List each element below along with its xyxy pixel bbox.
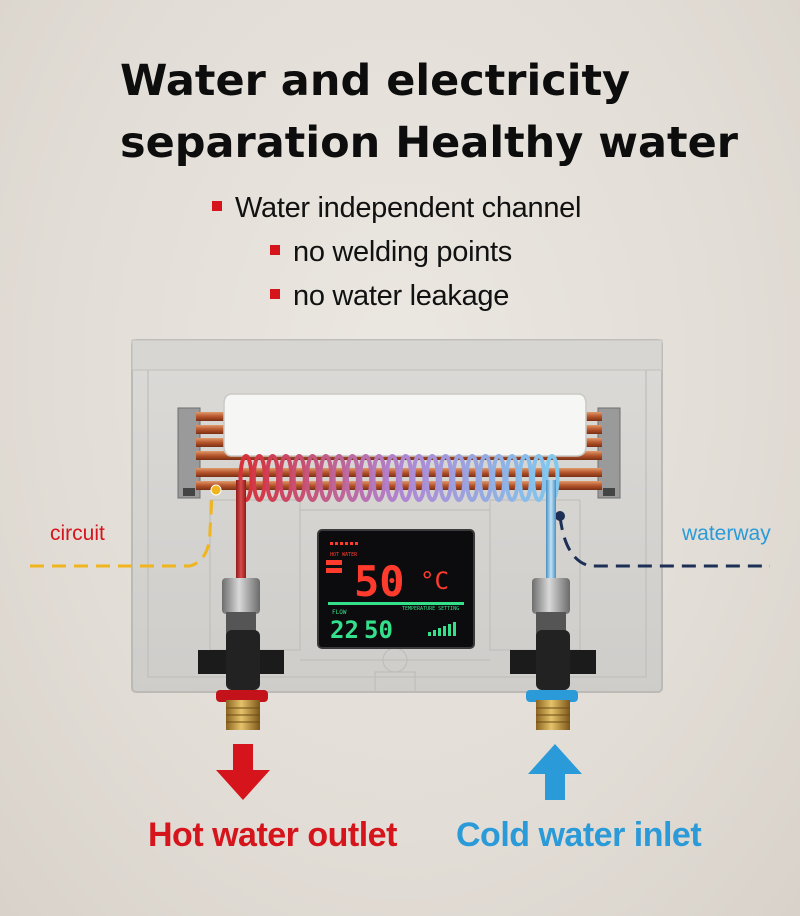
coil-loop (411, 454, 427, 502)
hot-water-fitting (198, 578, 284, 730)
lcd-display: HOT WATER 50 °C FLOW TEMPERATURE SETTING… (317, 529, 475, 649)
coil-loop (398, 454, 414, 502)
bullet-text: no welding points (293, 236, 512, 268)
coil-loop (331, 454, 347, 502)
waterway-leader-line (558, 515, 770, 568)
bullet-text: no water leakage (293, 280, 510, 312)
mounting-bracket-left (177, 407, 201, 499)
bullet-item-2: no welding points (270, 236, 512, 269)
flow-label: FLOW (332, 609, 347, 616)
bullet-square-icon (270, 289, 280, 299)
heating-element-cover (223, 393, 587, 457)
headline: Water and electricity separation Healthy… (120, 50, 780, 174)
bullet-item-1: Water independent channel (212, 192, 581, 225)
coil-loop (438, 454, 454, 502)
hot-water-pipe (236, 480, 246, 580)
coil-loop (384, 454, 400, 502)
circuit-label: circuit (50, 522, 105, 545)
bullet-square-icon (270, 245, 280, 255)
coil-loop (371, 454, 387, 502)
svg-text:HOT WATER: HOT WATER (330, 552, 358, 558)
coil-loop (344, 454, 360, 502)
temperature-setting-label: TEMPERATURE SETTING (402, 606, 459, 612)
coil-loop (305, 454, 321, 502)
coil-loop (358, 454, 374, 502)
coil-loop (318, 454, 334, 502)
headline-line-2: separation Healthy water (120, 118, 738, 168)
bullet-text: Water independent channel (235, 192, 582, 224)
cold-water-pipe (546, 480, 556, 580)
setting-readout: 50 (364, 616, 393, 644)
coil-loop (464, 454, 480, 502)
coil-loop (278, 454, 294, 502)
coil-loop (531, 454, 547, 502)
bullet-square-icon (212, 201, 222, 211)
hot-water-outlet-label: Hot water outlet (148, 816, 397, 854)
coil-loop (517, 454, 533, 502)
coil-loop (504, 454, 520, 502)
cold-water-inlet-label: Cold water inlet (456, 816, 702, 854)
coil-loop (265, 454, 281, 502)
headline-line-1: Water and electricity (120, 56, 631, 106)
waterway-label: waterway (682, 522, 771, 545)
coil-loop (491, 454, 507, 502)
cold-water-fitting (510, 578, 596, 730)
bullet-item-3: no water leakage (270, 280, 509, 313)
circuit-point-icon (210, 484, 222, 496)
coil-loop (451, 454, 467, 502)
coil-loop (477, 454, 493, 502)
coil-loop (291, 454, 307, 502)
coil-loop (424, 454, 440, 502)
temperature-readout: 50 (354, 557, 405, 606)
cold-inlet-arrow-up-icon (528, 744, 582, 800)
flow-readout: 22 (330, 616, 359, 644)
coil-loop (251, 454, 267, 502)
temperature-unit: °C (420, 567, 449, 595)
hot-outlet-arrow-down-icon (216, 744, 270, 800)
circuit-leader-line (30, 495, 214, 568)
